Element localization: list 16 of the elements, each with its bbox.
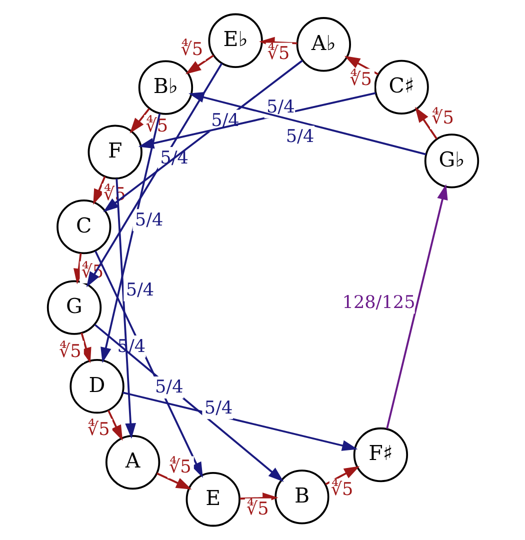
edge-label: ∜5 <box>180 40 203 60</box>
edge-label: ∜5 <box>349 70 372 90</box>
edge-label: ∜5 <box>330 480 353 500</box>
edge-label: 5/4 <box>285 126 314 147</box>
edge-label: 5/4 <box>204 398 232 418</box>
edge-label: ∜5 <box>431 108 454 128</box>
edge-label: 128/125 <box>342 292 415 313</box>
edge-label: 5/4 <box>125 280 154 301</box>
edge-label: 5/4 <box>154 378 183 398</box>
edge-label: 5/4 <box>266 98 294 118</box>
edge-label: ∜5 <box>168 458 191 478</box>
edge-label: ∜5 <box>246 500 268 520</box>
edge-label: ∜5 <box>58 342 81 362</box>
edge-label: 5/4 <box>134 210 163 230</box>
edge-label: ∜5 <box>266 44 290 64</box>
edge-label: ∜5 <box>86 420 110 440</box>
